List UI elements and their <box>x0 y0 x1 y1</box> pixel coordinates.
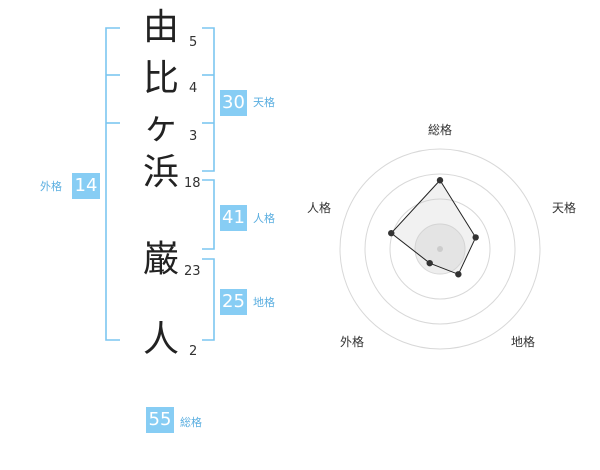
stroke-count-3: 3 <box>189 129 198 144</box>
radar-center <box>437 246 443 252</box>
radar-axis-label-gaikaku: 外格 <box>340 335 365 349</box>
stroke-count-2: 4 <box>189 81 198 96</box>
stroke-count-6: 2 <box>189 344 198 359</box>
radar-shape <box>390 179 477 275</box>
soukaku-score: 55 <box>146 407 174 433</box>
chikaku-bracket <box>202 258 215 341</box>
soukaku-label: 総格 <box>180 416 202 429</box>
tenkaku-label: 天格 <box>253 96 275 109</box>
jinkaku-label: 人格 <box>253 212 275 225</box>
radar-ring-2 <box>389 198 491 300</box>
chikaku-label: 地格 <box>253 296 275 309</box>
radar-point-4 <box>388 229 395 237</box>
chikaku-score: 25 <box>220 289 247 315</box>
radar-axis-label-chikaku: 地格 <box>511 335 536 349</box>
radar-axis-label-tenkaku: 天格 <box>552 201 577 215</box>
radar-ring-4 <box>339 148 541 350</box>
radar-point-1 <box>472 234 479 241</box>
radar-ring-3 <box>364 173 516 325</box>
jinkaku-score: 41 <box>220 205 247 231</box>
radar-axis-label-soukaku: 総格 <box>428 123 453 137</box>
stroke-count-4: 18 <box>184 176 201 191</box>
name-char-1: 由 <box>142 7 179 48</box>
gaikaku-score: 14 <box>72 173 100 199</box>
radar-point-2 <box>455 271 462 278</box>
jinkaku-bracket <box>202 179 215 250</box>
radar-point-0 <box>436 177 444 184</box>
name-char-3: ヶ <box>142 106 179 147</box>
tenkaku-score: 30 <box>220 90 247 116</box>
gaikaku-label: 外格 <box>40 180 62 193</box>
gaikaku-bracket <box>105 27 120 341</box>
tenkaku-bracket <box>202 27 215 172</box>
radar-point-3 <box>426 259 433 267</box>
name-char-6: 人 <box>142 319 179 360</box>
radar-axis-label-jinkaku: 人格 <box>307 201 332 215</box>
name-char-5: 巌 <box>142 239 179 280</box>
name-char-4: 浜 <box>142 152 179 193</box>
name-char-2: 比 <box>142 58 179 99</box>
stroke-count-1: 5 <box>189 35 198 50</box>
stroke-count-5: 23 <box>184 264 201 279</box>
